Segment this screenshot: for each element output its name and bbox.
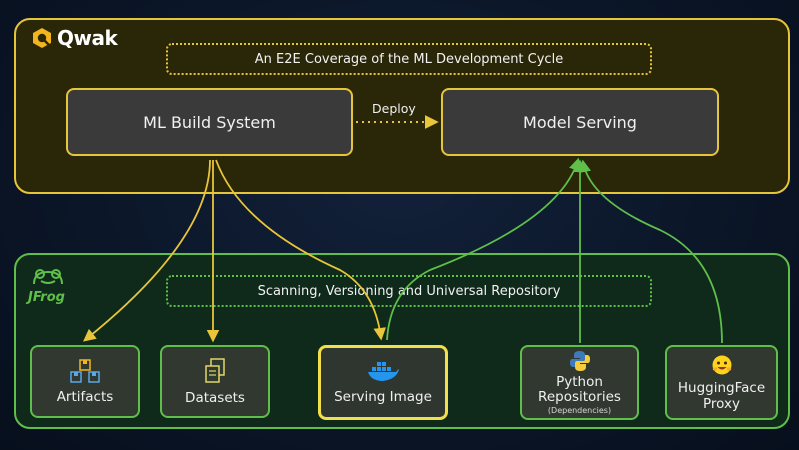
deploy-label: Deploy — [372, 101, 416, 116]
huggingface-label-line2: Proxy — [703, 395, 740, 412]
huggingface-proxy-box: HuggingFace Proxy — [665, 345, 778, 420]
ml-build-system-label: ML Build System — [143, 112, 276, 132]
jfrog-logo: JFrog — [28, 266, 72, 305]
artifacts-box: Artifacts — [30, 345, 140, 418]
model-serving-label: Model Serving — [523, 112, 637, 132]
frog-icon — [33, 269, 63, 285]
python-label-line2: Repositories — [538, 389, 621, 405]
datasets-label: Datasets — [185, 389, 245, 406]
qwak-logo-text: Qwak — [57, 26, 118, 50]
docker-icon — [368, 361, 399, 381]
repository-label: Scanning, Versioning and Universal Repos… — [257, 283, 561, 299]
python-icon — [569, 351, 590, 371]
artifacts-icon — [70, 358, 100, 383]
python-repositories-box: Python Repositories (Dependencies) — [520, 345, 639, 420]
repository-label-box: Scanning, Versioning and Universal Repos… — [166, 275, 652, 307]
qwak-logo: Qwak — [30, 26, 118, 50]
python-sub-label: (Dependencies) — [547, 406, 612, 415]
datasets-icon — [205, 357, 225, 383]
datasets-box: Datasets — [160, 345, 270, 418]
jfrog-logo-text: JFrog — [28, 290, 65, 305]
artifacts-label: Artifacts — [56, 388, 114, 405]
huggingface-label-line1: HuggingFace — [677, 379, 766, 396]
coverage-label-box: An E2E Coverage of the ML Development Cy… — [166, 43, 652, 75]
huggingface-icon — [712, 355, 731, 374]
ml-build-system-box: ML Build System — [66, 88, 353, 156]
qwak-logo-icon — [33, 28, 51, 48]
coverage-label: An E2E Coverage of the ML Development Cy… — [254, 51, 564, 67]
python-label-line1: Python — [556, 374, 603, 390]
model-serving-box: Model Serving — [441, 88, 719, 156]
serving-image-box: Serving Image — [318, 345, 448, 420]
serving-image-label: Serving Image — [334, 388, 432, 405]
